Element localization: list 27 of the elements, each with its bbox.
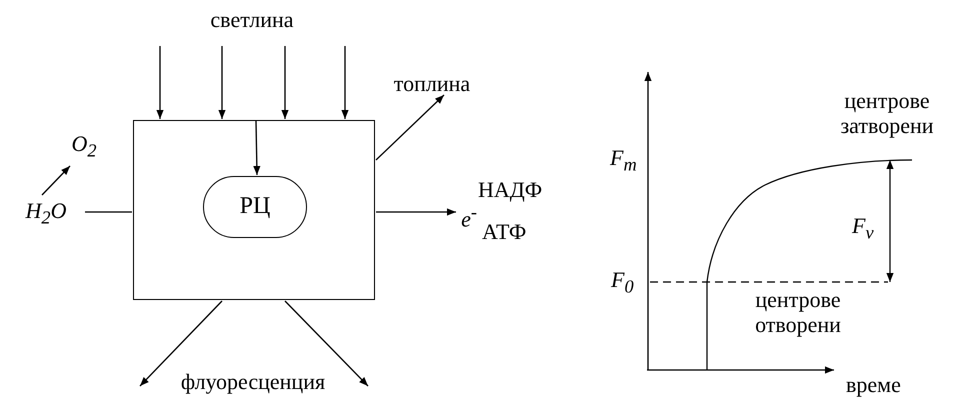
connector-line (85, 211, 132, 213)
text-label: топлина (376, 70, 488, 100)
arrow (376, 208, 456, 216)
beside-label: АТФ (482, 220, 526, 244)
arrow (281, 46, 289, 119)
reaction-center-box: РЦ (203, 176, 307, 238)
caption-text: центрове отворени (754, 287, 842, 338)
process-box (133, 120, 375, 300)
text-label: светлина (193, 6, 311, 36)
axis-label: F$_{m}$ (610, 146, 637, 175)
axis-label: F$_{0}$ (611, 268, 634, 297)
dimension-label: F$_{v}$ (852, 214, 874, 243)
beside-label: НАДФ (478, 178, 542, 202)
axis-label: време (846, 373, 901, 398)
arrow (140, 300, 222, 386)
arrow (218, 46, 226, 119)
arrow (341, 46, 349, 119)
arrow (253, 120, 260, 176)
caption-text: центрове затворени (839, 88, 935, 139)
arrow (376, 94, 444, 160)
text-label: флуоресценция (134, 368, 372, 400)
arrow (284, 300, 368, 386)
text-label: e$^{-}$ (458, 198, 480, 230)
arrow (42, 166, 70, 196)
arrow (156, 46, 164, 119)
text-label: H$_{2}$O (8, 197, 84, 229)
text-label: O$_{2}$ (66, 130, 102, 164)
